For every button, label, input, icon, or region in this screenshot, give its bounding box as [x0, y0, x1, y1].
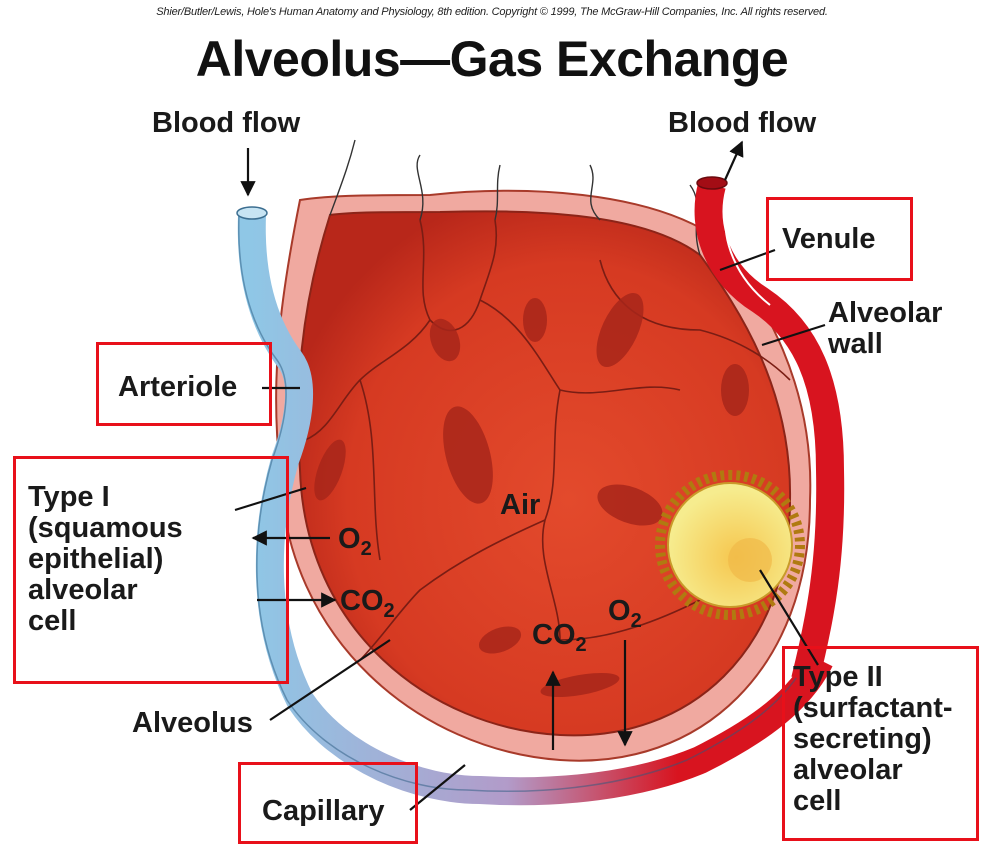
highlight-box-type-one [13, 456, 289, 684]
arteriole-opening [237, 207, 267, 219]
label-o2-bottom: O2 [608, 596, 642, 637]
highlight-box-arteriole [96, 342, 272, 426]
highlight-box-type-two [782, 646, 979, 841]
label-alveolar-wall: Alveolar wall [828, 298, 942, 360]
label-co2-bottom: CO2 [532, 620, 587, 661]
label-blood-flow-left: Blood flow [152, 108, 300, 139]
label-alveolar-wall-line-1: Alveolar [828, 298, 942, 329]
label-o2-left: O2 [338, 524, 372, 565]
label-air: Air [500, 490, 540, 521]
label-alveolar-wall-line-2: wall [828, 329, 942, 360]
venule-opening [697, 177, 727, 189]
highlight-box-venule [766, 197, 913, 281]
highlight-box-capillary [238, 762, 418, 844]
label-blood-flow-right: Blood flow [668, 108, 816, 139]
label-alveolus: Alveolus [132, 708, 253, 739]
label-co2-left: CO2 [340, 586, 395, 627]
